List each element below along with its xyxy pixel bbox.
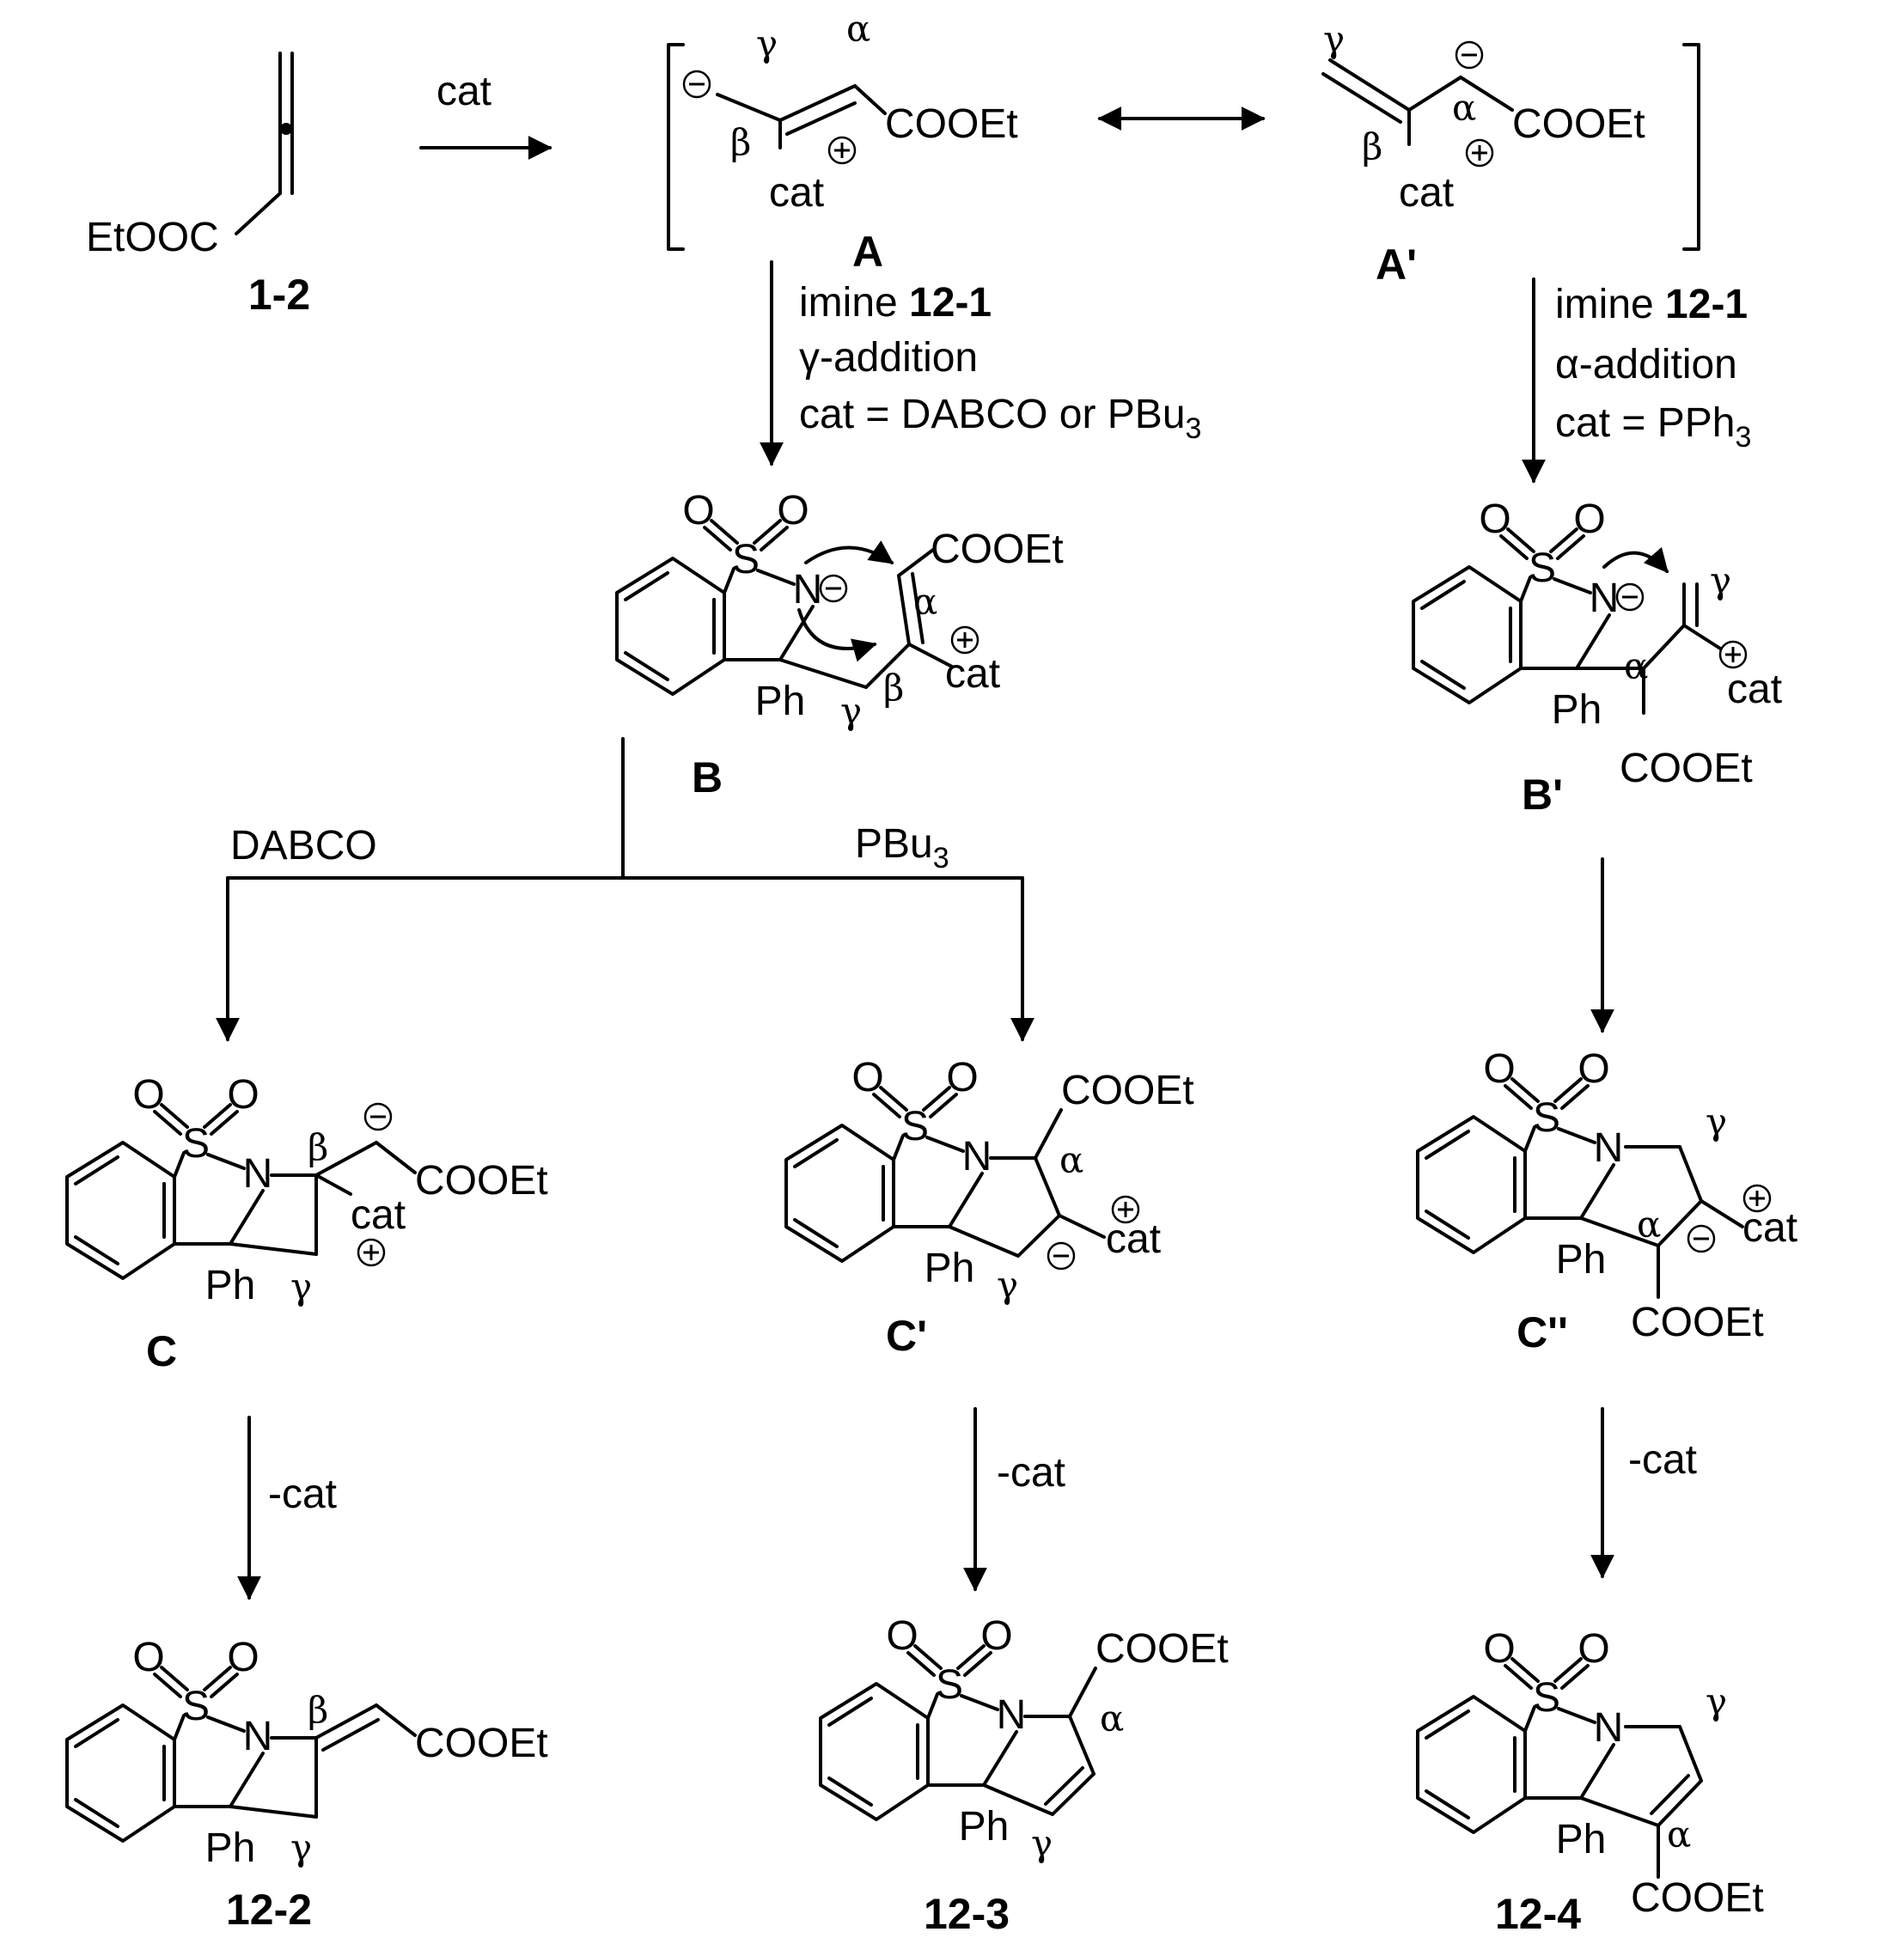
branch-left-dabco: DABCO: [230, 823, 377, 868]
arrow-sm-to-A: cat: [419, 69, 552, 160]
arrow-Cp-to-12-3: -cat: [963, 1407, 1065, 1592]
intermediate-A-prime: γ α β COOEt cat A': [1321, 18, 1700, 289]
ester-label: COOEt: [885, 101, 1018, 147]
intermediate-label-B-prime: B': [1522, 771, 1563, 819]
alpha-label: α: [1452, 87, 1476, 129]
alpha-label: α: [1100, 1697, 1124, 1740]
product-label-12-3: 12-3: [924, 1890, 1010, 1938]
intermediate-label-C-prime: C': [886, 1312, 927, 1360]
ester-label: COOEt: [415, 1158, 548, 1204]
gamma-label: γ: [756, 22, 778, 64]
svg-text:cat = PPh3: cat = PPh3: [1555, 400, 1751, 454]
gamma-label: γ: [1706, 1680, 1727, 1722]
product-label-12-2: 12-2: [226, 1886, 312, 1934]
product-12-2: β COOEt γ 12-2: [65, 1633, 548, 1934]
condition-catalyst: cat = PPh: [1555, 400, 1735, 446]
arrow-A-to-B: imine 12-1 γ-addition cat = DABCO or PBu…: [760, 260, 1201, 466]
gamma-label: γ: [290, 1826, 312, 1868]
cat-label: cat: [945, 651, 1000, 697]
beta-label: β: [1362, 125, 1382, 168]
intermediate-label-A-prime: A': [1376, 241, 1417, 289]
intermediate-C-double-prime: γ α cat COOEt C'': [1416, 1045, 1797, 1356]
ester-label: COOEt: [1631, 1300, 1764, 1345]
arrow-C-to-12-2: -cat: [237, 1416, 337, 1600]
gamma-label: γ: [1323, 18, 1345, 60]
intermediate-C-prime: COOEt α cat γ C': [784, 1053, 1194, 1360]
gamma-label: γ: [840, 690, 862, 732]
subscript-3: 3: [1735, 421, 1751, 454]
product-12-4: γ α COOEt 12-4: [1416, 1624, 1764, 1938]
intermediate-B-prime: γ α cat COOEt B': [1412, 495, 1782, 819]
alpha-label: α: [1637, 1204, 1661, 1246]
ester-label: COOEt: [1095, 1626, 1229, 1672]
catalyst-label: cat: [436, 69, 491, 114]
condition-alpha-addition: α-addition: [1555, 342, 1737, 387]
cat-label: cat: [1106, 1216, 1161, 1262]
alpha-label: α: [1624, 645, 1648, 687]
cat-label: cat: [1727, 667, 1782, 712]
ester-label: COOEt: [1061, 1068, 1194, 1113]
compound-label-1-2: 1-2: [248, 271, 310, 319]
ester-label: COOEt: [1620, 746, 1753, 791]
intermediate-label-A: A: [852, 228, 883, 276]
ester-label: COOEt: [415, 1721, 548, 1766]
remove-cat-label: -cat: [1628, 1437, 1697, 1483]
subscript-3: 3: [1186, 412, 1202, 445]
condition-imine-number: 12-1: [909, 280, 992, 326]
gamma-label: γ: [1031, 1822, 1053, 1864]
intermediate-B: COOEt α cat β γ B: [615, 486, 1064, 801]
svg-text:cat = DABCO or PBu3: cat = DABCO or PBu3: [799, 392, 1201, 445]
starting-material-allenoate: EtOOC 1-2: [86, 52, 310, 319]
intermediate-A: γ α β COOEt cat A: [667, 8, 1018, 276]
intermediate-label-B: B: [692, 753, 723, 801]
condition-imine-number: 12-1: [1665, 282, 1748, 327]
ester-left-label: EtOOC: [86, 215, 219, 260]
svg-text:PBu3: PBu3: [855, 821, 949, 875]
beta-label: β: [883, 667, 904, 709]
remove-cat-label: -cat: [268, 1472, 337, 1517]
beta-label: β: [308, 1689, 328, 1731]
ester-label: COOEt: [1512, 101, 1645, 147]
svg-text:imine 12-1: imine 12-1: [1555, 282, 1748, 327]
product-12-3: COOEt α γ 12-3: [819, 1612, 1229, 1938]
condition-catalyst: cat = DABCO or PBu: [799, 392, 1186, 437]
condition-gamma-addition: γ-addition: [799, 335, 978, 381]
svg-text:imine 12-1: imine 12-1: [799, 280, 992, 326]
subscript-3: 3: [933, 842, 949, 875]
cat-label: cat: [351, 1192, 406, 1238]
alpha-label: α: [1059, 1139, 1083, 1181]
ester-label: COOEt: [1631, 1875, 1764, 1921]
intermediate-label-C: C: [146, 1327, 177, 1375]
gamma-label: γ: [997, 1264, 1018, 1306]
remove-cat-label: -cat: [997, 1450, 1065, 1496]
arrow-Cpp-to-12-4: -cat: [1590, 1407, 1697, 1579]
intermediate-label-C-double-prime: C'': [1516, 1308, 1568, 1356]
alpha-label: α: [913, 581, 937, 623]
product-label-12-4: 12-4: [1495, 1890, 1581, 1938]
condition-imine: imine: [799, 280, 909, 326]
cat-label: cat: [1399, 170, 1454, 216]
branch-right-pbu: PBu: [855, 821, 933, 867]
gamma-label: γ: [290, 1265, 312, 1307]
alpha-label: α: [846, 8, 870, 50]
branch-from-B: DABCO PBu3: [216, 737, 1034, 1042]
cat-label: cat: [1742, 1205, 1797, 1251]
cat-label: cat: [769, 170, 824, 216]
ester-label: COOEt: [931, 527, 1064, 572]
gamma-label: γ: [1706, 1100, 1727, 1143]
beta-label: β: [730, 121, 751, 163]
condition-imine: imine: [1555, 282, 1665, 327]
alpha-label: α: [1667, 1813, 1691, 1856]
arrow-Ap-to-Bp: imine 12-1 α-addition cat = PPh3: [1522, 277, 1751, 484]
intermediate-C: β COOEt cat γ C: [65, 1070, 548, 1375]
gamma-label: γ: [1710, 559, 1731, 601]
beta-label: β: [308, 1126, 328, 1168]
